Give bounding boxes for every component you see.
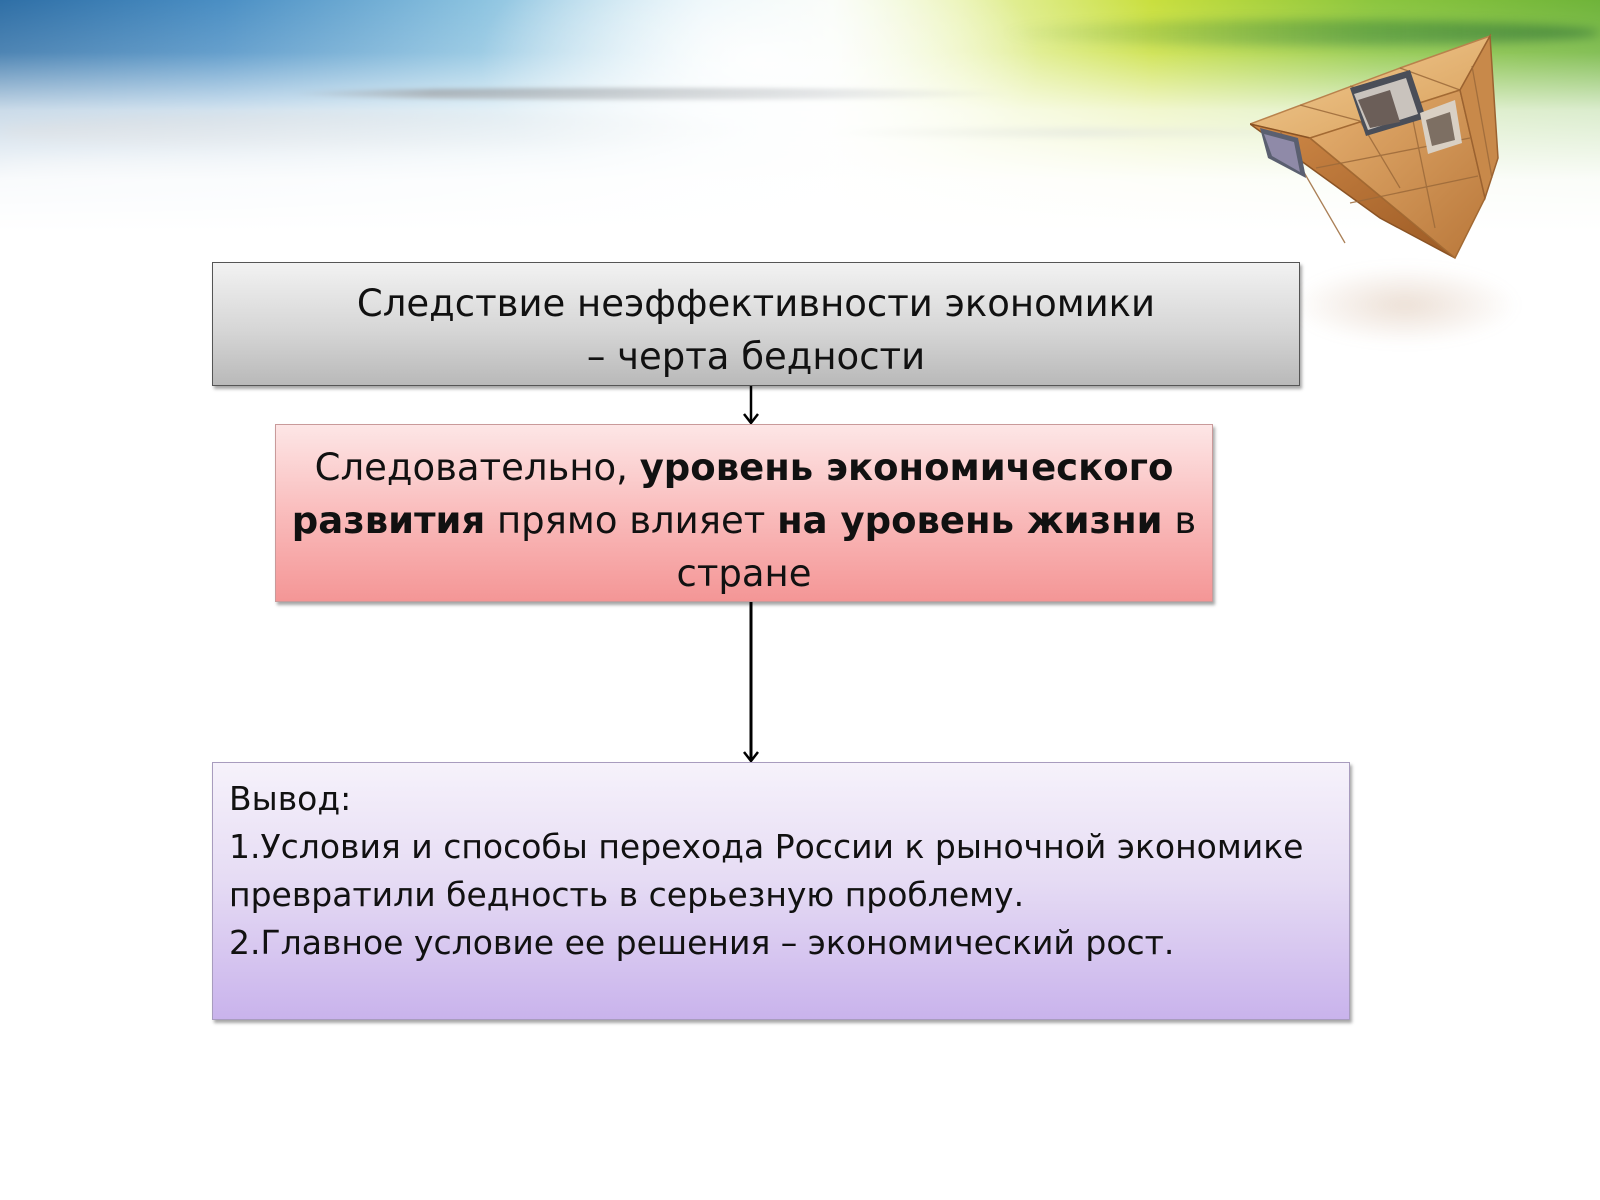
implication-text: в: [1162, 499, 1197, 542]
consequence-line-1: Следствие неэффективности экономики: [356, 282, 1156, 325]
conclusion-point-1-line-1: 1.Условия и способы перехода России к ры…: [229, 827, 1304, 866]
cube-shadow: [1290, 265, 1520, 345]
conclusion-point-1-line-2: превратили бедность в серьезную проблему…: [229, 875, 1025, 914]
implication-text: Следовательно,: [314, 446, 640, 489]
arrow-top-to-middle: [743, 386, 759, 426]
implication-box: Следовательно, уровень экономического ра…: [275, 424, 1213, 602]
photo-cube-decoration: [1250, 33, 1499, 260]
consequence-box: Следствие неэффективности экономики – че…: [212, 262, 1300, 386]
arrow-middle-to-conclusion: [743, 602, 759, 764]
consequence-line-2: – черта бедности: [586, 335, 926, 378]
implication-bold-text: развития: [291, 499, 486, 542]
implication-line-1: Следовательно, уровень экономического: [276, 441, 1212, 494]
arrow-head: [743, 751, 759, 764]
implication-line-2: развития прямо влияет на уровень жизни в: [276, 494, 1212, 547]
arrow-head: [743, 413, 759, 426]
implication-bold-text: на уровень жизни: [777, 499, 1163, 542]
implication-text: прямо влияет: [485, 499, 778, 542]
conclusion-box: Вывод: 1.Условия и способы перехода Росс…: [212, 762, 1350, 1020]
conclusion-heading: Вывод:: [229, 779, 352, 818]
implication-bold-text: уровень экономического: [639, 446, 1174, 489]
conclusion-point-2: 2.Главное условие ее решения – экономиче…: [229, 923, 1175, 962]
implication-line-3: стране: [676, 552, 812, 595]
